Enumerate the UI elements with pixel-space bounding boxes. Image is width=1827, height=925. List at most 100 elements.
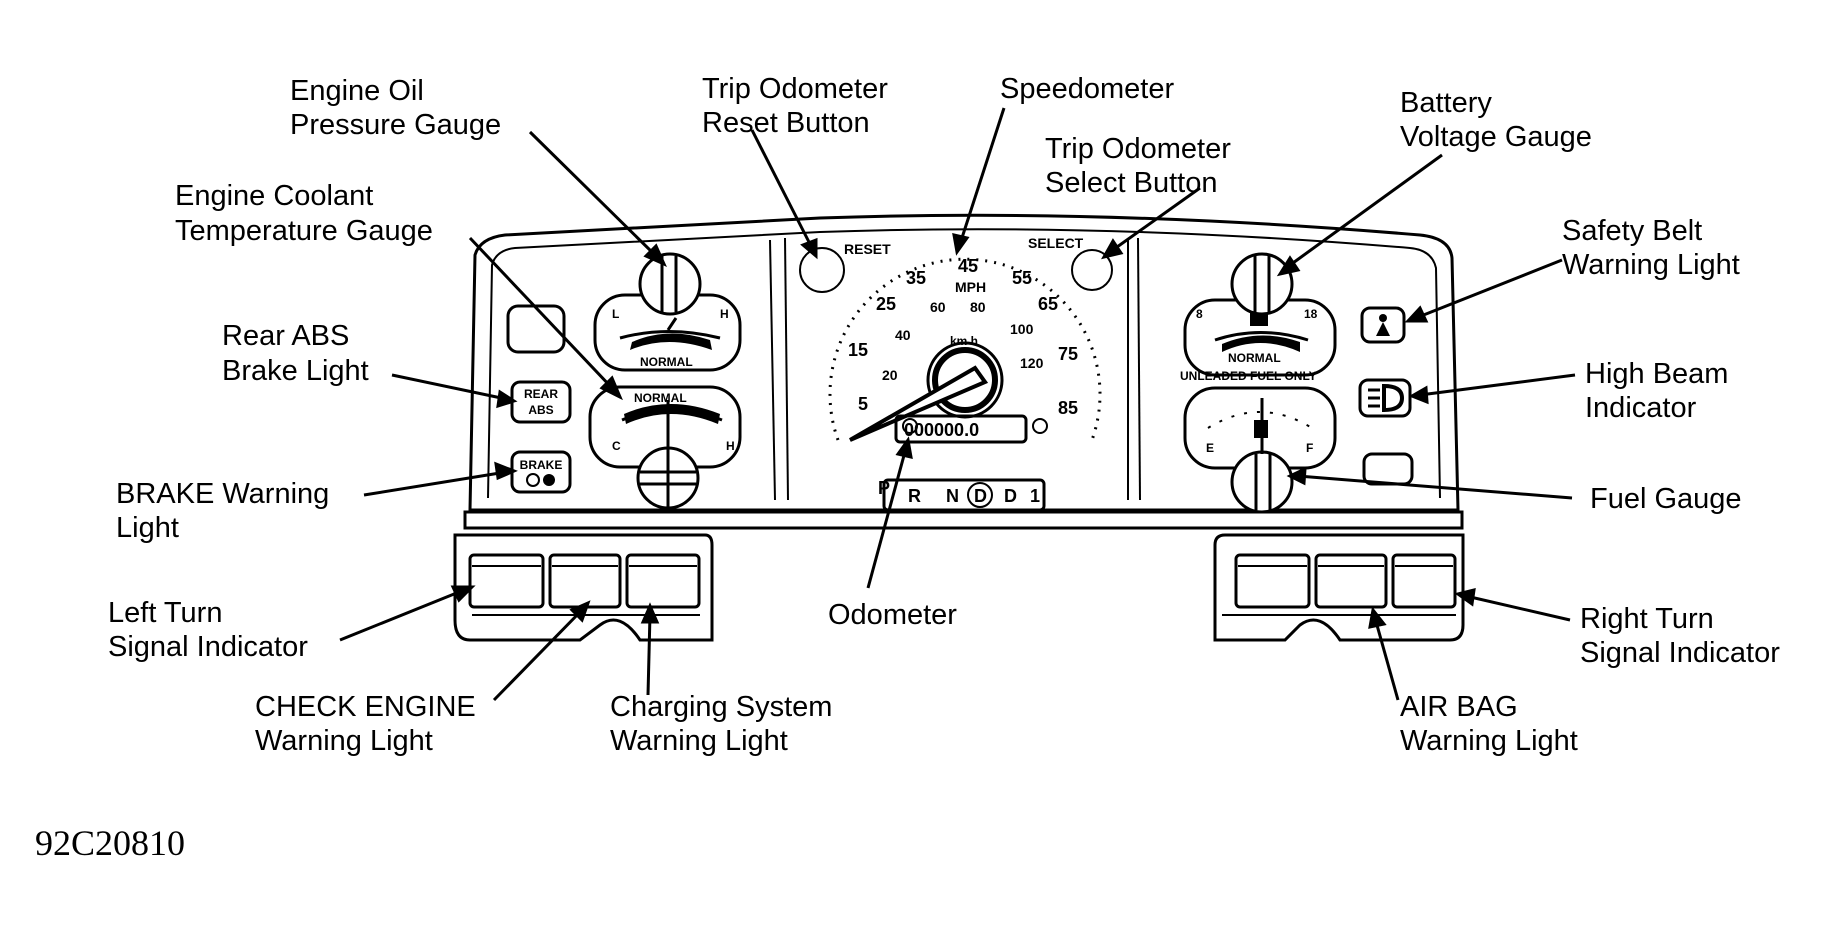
label-coolant-temp: Engine Coolant Temperature Gauge [175, 180, 433, 247]
svg-text:Warning Light: Warning Light [255, 725, 433, 757]
left-turn-lamp [468, 553, 545, 609]
svg-text:C: C [612, 439, 621, 453]
svg-text:Right Turn: Right Turn [1580, 603, 1714, 635]
svg-text:8: 8 [1196, 307, 1203, 321]
svg-text:120: 120 [1020, 355, 1044, 371]
svg-text:Engine Coolant: Engine Coolant [175, 180, 373, 212]
svg-text:20: 20 [882, 367, 898, 383]
svg-text:Warning Light: Warning Light [1400, 725, 1578, 757]
svg-text:High Beam: High Beam [1585, 358, 1728, 390]
svg-text:Indicator: Indicator [1585, 392, 1697, 424]
charging-system-lamp [625, 553, 701, 609]
check-engine-lamp [548, 553, 622, 609]
battery-voltage-gauge: 8 18 NORMAL [1183, 252, 1337, 377]
svg-text:N: N [946, 486, 959, 506]
label-odometer: Odometer [828, 599, 957, 631]
label-air-bag: AIR BAG Warning Light [1400, 691, 1578, 757]
svg-text:45: 45 [958, 256, 978, 276]
figure-id: 92C20810 [35, 823, 185, 863]
svg-text:L: L [612, 307, 619, 321]
svg-text:Light: Light [116, 512, 179, 544]
svg-text:Rear ABS: Rear ABS [222, 320, 349, 352]
left-lamp-pod [453, 533, 714, 642]
gear-selector: P R N D D 1 [878, 478, 1046, 512]
svg-text:55: 55 [1012, 268, 1032, 288]
kmh-tick-labels: 20 40 60 80 100 120 [882, 299, 1044, 383]
coolant-temp-gauge: NORMAL C H [588, 385, 742, 510]
svg-text:18: 18 [1304, 307, 1318, 321]
svg-text:65: 65 [1038, 294, 1058, 314]
high-beam-indicator [1358, 378, 1412, 418]
svg-text:Battery: Battery [1400, 87, 1492, 119]
svg-text:100: 100 [1010, 321, 1034, 337]
svg-text:NORMAL: NORMAL [1228, 351, 1281, 365]
svg-text:Signal Indicator: Signal Indicator [108, 631, 308, 663]
svg-text:REAR: REAR [524, 387, 558, 401]
leader-lines [339, 107, 1576, 702]
svg-text:40: 40 [895, 327, 911, 343]
trip-select-button: SELECT [1028, 235, 1113, 291]
air-bag-lamp-left [1234, 553, 1311, 609]
label-battery: Battery Voltage Gauge [1400, 87, 1592, 153]
svg-text:Voltage Gauge: Voltage Gauge [1400, 121, 1592, 153]
label-check-engine: CHECK ENGINE Warning Light [255, 691, 476, 757]
svg-text:35: 35 [906, 268, 926, 288]
svg-text:Select Button: Select Button [1045, 167, 1218, 199]
odometer-window: 000000.0 [894, 414, 1028, 444]
svg-text:Left Turn: Left Turn [108, 597, 222, 629]
svg-text:Speedometer: Speedometer [1000, 73, 1174, 105]
rear-abs-light: REAR ABS [510, 380, 572, 424]
label-fuel-gauge: Fuel Gauge [1590, 483, 1742, 515]
svg-text:Pressure Gauge: Pressure Gauge [290, 109, 501, 141]
svg-text:BRAKE: BRAKE [520, 458, 563, 472]
oil-pressure-gauge: L H NORMAL [593, 252, 742, 372]
svg-text:Safety Belt: Safety Belt [1562, 215, 1702, 247]
svg-text:Brake Light: Brake Light [222, 355, 369, 387]
svg-text:85: 85 [1058, 398, 1078, 418]
svg-text:000000.0: 000000.0 [904, 420, 979, 440]
svg-text:Trip Odometer: Trip Odometer [702, 73, 888, 105]
label-right-turn: Right Turn Signal Indicator [1580, 603, 1780, 669]
svg-text:Trip Odometer: Trip Odometer [1045, 133, 1231, 165]
svg-text:MPH: MPH [955, 279, 986, 295]
air-bag-lamp [1314, 553, 1388, 609]
svg-text:75: 75 [1058, 344, 1078, 364]
svg-text:F: F [1306, 441, 1313, 455]
svg-text:Odometer: Odometer [828, 599, 957, 631]
label-trip-select: Trip Odometer Select Button [1045, 133, 1231, 199]
svg-text:25: 25 [876, 294, 896, 314]
svg-text:15: 15 [848, 340, 868, 360]
svg-text:Engine Oil: Engine Oil [290, 75, 424, 107]
svg-text:H: H [720, 307, 729, 321]
cluster-housing [463, 213, 1464, 530]
svg-text:D: D [974, 486, 987, 506]
svg-text:UNLEADED FUEL ONLY: UNLEADED FUEL ONLY [1180, 369, 1317, 383]
label-charging-system: Charging System Warning Light [610, 691, 832, 757]
svg-text:1: 1 [1030, 486, 1040, 506]
svg-text:BRAKE Warning: BRAKE Warning [116, 478, 329, 510]
safety-belt-light [1360, 306, 1406, 344]
speedometer-dial: 5 15 25 35 45 55 65 75 85 20 40 60 80 10… [828, 256, 1102, 442]
label-oil-pressure: Engine Oil Pressure Gauge [290, 75, 501, 141]
svg-text:RESET: RESET [844, 241, 891, 257]
svg-text:Warning Light: Warning Light [610, 725, 788, 757]
label-safety-belt: Safety Belt Warning Light [1562, 215, 1740, 281]
svg-text:NORMAL: NORMAL [634, 391, 687, 405]
label-brake-warning: BRAKE Warning Light [116, 478, 329, 544]
svg-text:Charging System: Charging System [610, 691, 832, 723]
svg-text:Warning Light: Warning Light [1562, 249, 1740, 281]
right-turn-lamp [1391, 553, 1457, 609]
svg-text:Temperature Gauge: Temperature Gauge [175, 215, 433, 247]
brake-warning-light: BRAKE [510, 450, 572, 494]
svg-text:NORMAL: NORMAL [640, 355, 693, 369]
fuel-gauge: E F [1183, 386, 1337, 514]
svg-text:E: E [1206, 441, 1214, 455]
svg-text:CHECK ENGINE: CHECK ENGINE [255, 691, 476, 723]
svg-text:AIR BAG: AIR BAG [1400, 691, 1518, 723]
svg-text:ABS: ABS [528, 403, 553, 417]
label-left-turn: Left Turn Signal Indicator [108, 597, 308, 663]
svg-text:P: P [878, 478, 890, 498]
svg-text:80: 80 [970, 299, 986, 315]
